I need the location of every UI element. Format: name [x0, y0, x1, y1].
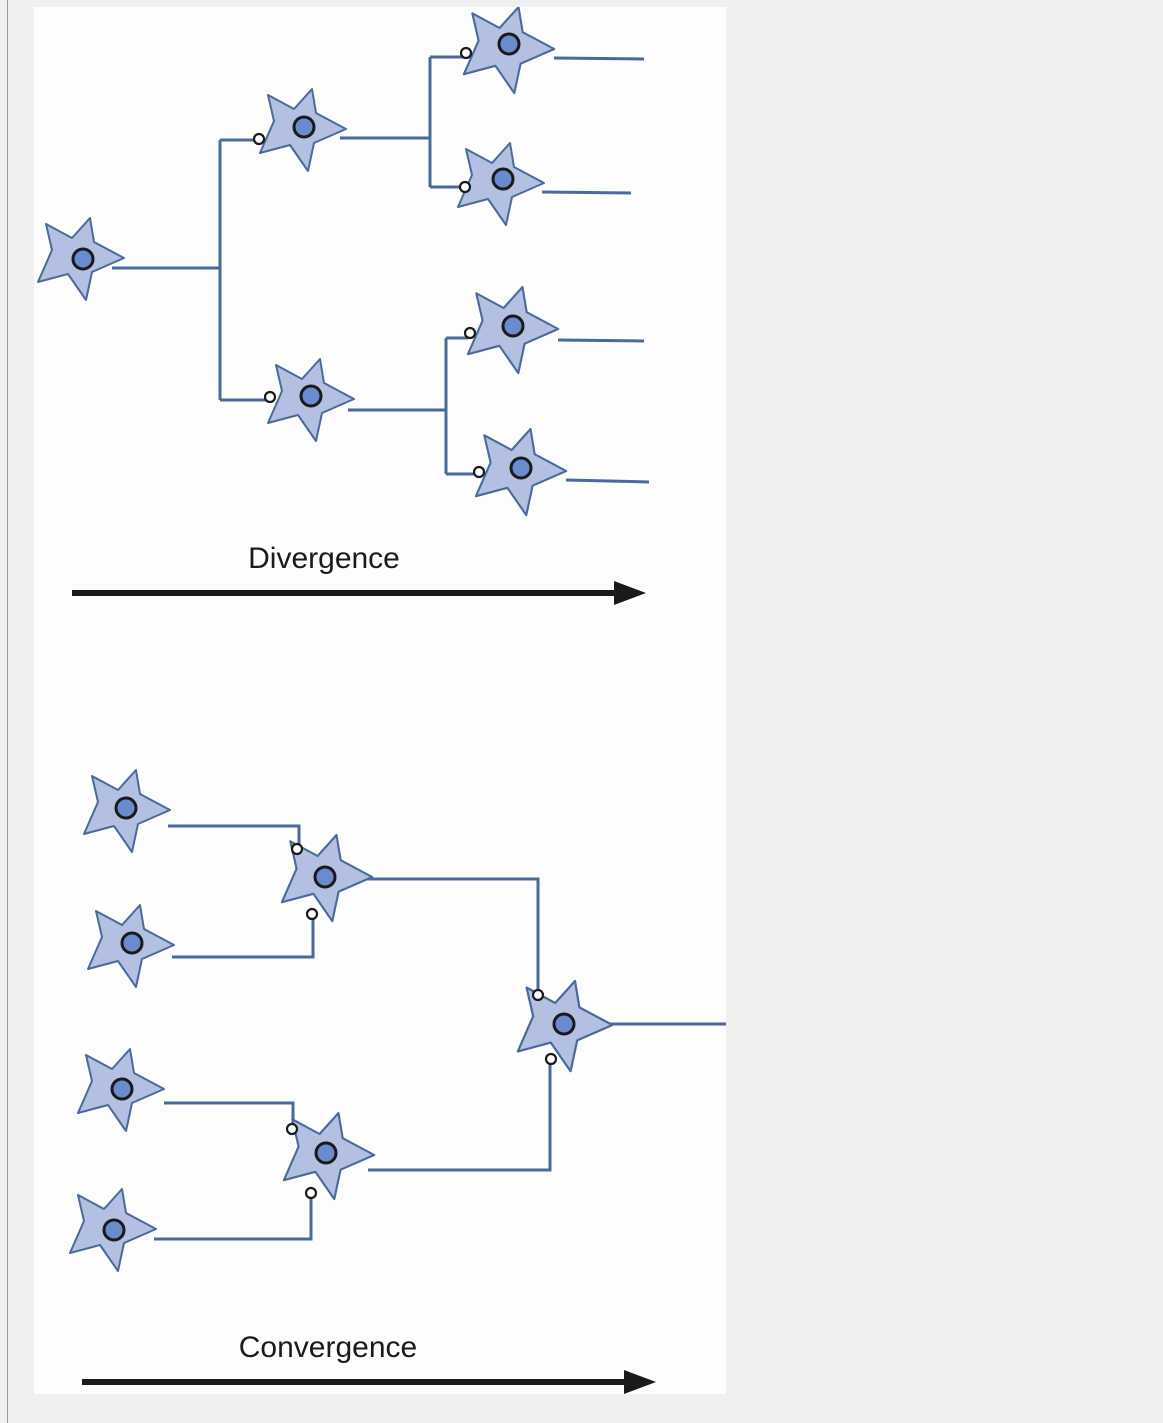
divergence-output-neuron-2 [457, 142, 545, 226]
convergence-arrow [82, 1370, 656, 1394]
neuron-nucleus [552, 1012, 576, 1036]
divergence-output-neuron-3 [463, 285, 560, 375]
divergence-upper-middle-neuron [252, 88, 347, 172]
synaptic-terminal [290, 842, 304, 856]
neuron-nucleus [71, 247, 95, 271]
synaptic-terminal [263, 390, 277, 404]
synaptic-terminal [252, 132, 266, 146]
divergence-output-neuron-1 [459, 7, 556, 95]
neuron-nucleus [110, 1077, 134, 1101]
convergence-input-neuron-3 [77, 1048, 165, 1132]
convergence-axons [154, 824, 726, 1241]
neuron-nucleus [114, 796, 138, 820]
neuron-nucleus [102, 1218, 126, 1242]
synaptic-terminal [458, 180, 472, 194]
divergence-output-neuron-4 [472, 427, 568, 517]
neuron-nucleus [314, 1141, 338, 1165]
neuron-nucleus [501, 314, 525, 338]
neural-circuits-diagram: Divergence [37, 7, 726, 1394]
divergence-arrow [72, 581, 646, 605]
convergence-label: Convergence [239, 1331, 417, 1364]
divergence-circuit: Divergence [37, 7, 650, 605]
convergence-input-neuron-1 [83, 769, 171, 853]
synaptic-terminal [531, 988, 545, 1002]
divergence-axons [112, 55, 650, 484]
synaptic-terminal [463, 326, 477, 340]
synaptic-terminal [305, 907, 319, 921]
synaptic-terminal [304, 1186, 318, 1200]
convergence-middle-neuron-1 [280, 833, 374, 923]
neuron-nucleus [313, 865, 337, 889]
convergence-output-neuron [516, 979, 614, 1073]
divergence-source-neuron [37, 217, 125, 301]
synaptic-terminal [544, 1052, 558, 1066]
neuron-nucleus [120, 931, 144, 955]
divergence-lower-middle-neuron [263, 358, 355, 442]
convergence-input-neuron-2 [87, 904, 175, 988]
divergence-label: Divergence [248, 542, 400, 575]
convergence-input-neuron-4 [69, 1188, 157, 1272]
window-left-border [7, 0, 8, 1423]
convergence-circuit: Convergence [69, 769, 726, 1394]
synaptic-terminal [285, 1122, 299, 1136]
synaptic-terminal [459, 46, 473, 60]
figure-canvas: Divergence [34, 7, 726, 1394]
synaptic-terminal [472, 465, 486, 479]
neuron-nucleus [299, 384, 323, 408]
convergence-middle-neuron-2 [282, 1111, 376, 1201]
neuron-nucleus [509, 456, 533, 480]
neuron-nucleus [497, 32, 521, 56]
window-left-edge [0, 0, 8, 1423]
neuron-nucleus [491, 167, 515, 191]
neuron-nucleus [292, 115, 316, 139]
